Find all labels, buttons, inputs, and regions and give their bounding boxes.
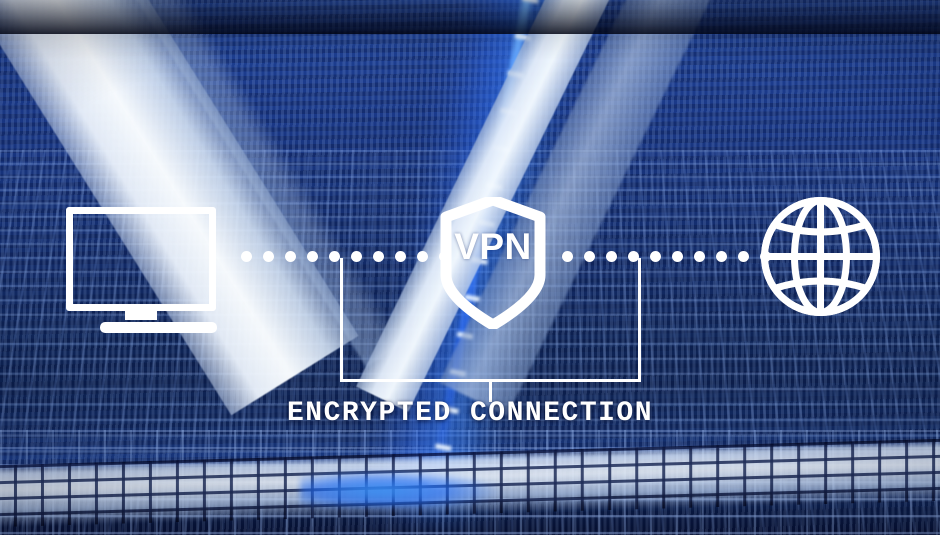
tunnel-dot <box>373 251 384 262</box>
tunnel-dot <box>329 251 340 262</box>
tunnel-dot <box>285 251 296 262</box>
encrypted-tunnel-dots-left <box>241 251 450 262</box>
tunnel-dot <box>241 251 252 262</box>
monitor-icon <box>66 207 216 311</box>
monitor-base-icon <box>100 322 217 333</box>
tunnel-dot <box>650 251 661 262</box>
globe-icon <box>761 197 880 316</box>
tunnel-dot <box>395 251 406 262</box>
tunnel-dot <box>307 251 318 262</box>
tunnel-dot <box>351 251 362 262</box>
tunnel-dot <box>263 251 274 262</box>
tunnel-dot <box>562 251 573 262</box>
tunnel-dot <box>672 251 683 262</box>
tunnel-dot <box>628 251 639 262</box>
leader-line-left <box>340 258 343 382</box>
tunnel-dot <box>584 251 595 262</box>
encrypted-tunnel-dots-right <box>562 251 771 262</box>
caption-text: ENCRYPTED CONNECTION <box>286 398 654 429</box>
tunnel-dot <box>738 251 749 262</box>
shield-label: VPN <box>454 226 532 267</box>
leader-line-center <box>489 379 492 402</box>
tunnel-dot <box>417 251 428 262</box>
tunnel-dot <box>694 251 705 262</box>
tunnel-dot <box>716 251 727 262</box>
shield-icon <box>440 197 546 329</box>
leader-line-right <box>638 258 641 382</box>
tunnel-dot <box>606 251 617 262</box>
monitor-stand-icon <box>125 311 157 320</box>
